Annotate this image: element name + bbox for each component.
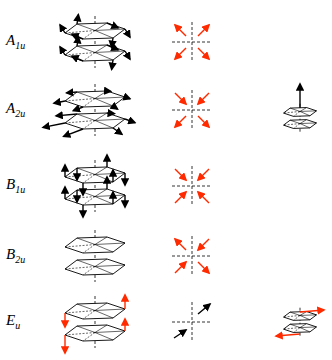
displacement-arrow: [64, 165, 65, 177]
displacement-arrow: [174, 330, 186, 338]
displacement-arrow: [113, 128, 122, 134]
plate: [65, 23, 125, 39]
displacement-arrow: [107, 90, 111, 92]
displacement-arrow: [198, 262, 209, 273]
displacement-arrow: [64, 187, 65, 199]
displacement-arrow: [198, 304, 210, 314]
plate: [284, 120, 317, 129]
plate: [65, 303, 125, 319]
plate: [65, 189, 125, 205]
displacement-arrow: [125, 97, 130, 99]
displacement-arrow: [67, 91, 77, 93]
plate: [65, 45, 125, 61]
molecule: [65, 230, 125, 282]
symmetry-cross: [172, 302, 212, 342]
displacement-arrow: [198, 116, 209, 127]
plate: [65, 259, 125, 275]
displacement-arrow: [175, 93, 186, 104]
displacement-arrow: [107, 23, 118, 28]
displacement-arrow: [107, 45, 118, 50]
plate: [65, 167, 125, 183]
displacement-arrow: [106, 155, 107, 167]
displacement-arrow: [77, 15, 78, 24]
irrep-label: Eu: [6, 313, 20, 331]
displacement-arrow: [124, 173, 125, 185]
plate: [65, 91, 125, 107]
displacement-arrow: [64, 335, 65, 353]
plate: [65, 325, 125, 341]
displacement-arrow: [112, 38, 113, 47]
displacement-arrow: [56, 114, 77, 116]
symmetry-cross: [172, 166, 212, 206]
displacement-arrow: [106, 177, 107, 189]
displacement-arrow: [43, 123, 65, 127]
displacement-arrow: [107, 112, 114, 114]
molecule: [65, 295, 125, 353]
displacement-arrow: [175, 116, 186, 127]
displacement-arrow: [82, 183, 83, 195]
displacement-arrow: [198, 48, 209, 59]
plate: [65, 113, 125, 129]
molecule: [60, 15, 130, 70]
symmetry-cross: [172, 236, 212, 276]
displacement-arrow: [64, 129, 83, 136]
molecule: [65, 155, 125, 217]
displacement-arrow: [54, 101, 65, 103]
displacement-arrow: [72, 56, 83, 61]
symmetry-cross: [172, 90, 212, 130]
displacement-arrow: [60, 25, 65, 33]
displacement-arrow: [124, 195, 125, 207]
displacement-arrow: [64, 313, 65, 327]
displacement-arrow: [198, 169, 209, 180]
displacement-arrow: [175, 169, 186, 180]
irrep-label: A2u: [6, 101, 25, 119]
molecule: [284, 84, 317, 132]
plate: [284, 108, 317, 117]
displacement-arrow: [112, 170, 113, 182]
plate: [284, 312, 317, 321]
displacement-arrow: [175, 192, 186, 203]
displacement-arrow: [175, 25, 186, 36]
displacement-arrow: [112, 192, 113, 204]
molecule: [276, 308, 324, 337]
displacement-arrow: [198, 192, 209, 203]
displacement-arrow: [175, 262, 186, 273]
displacement-arrow: [82, 205, 83, 217]
displacement-arrow: [299, 84, 300, 108]
displacement-arrow: [198, 239, 209, 250]
displacement-arrow: [175, 239, 186, 250]
irrep-label: A1u: [6, 33, 25, 51]
displacement-arrow: [73, 107, 83, 111]
displacement-arrow: [76, 168, 77, 180]
displacement-arrow: [76, 190, 77, 202]
displacement-arrow: [125, 29, 130, 37]
displacement-arrow: [276, 334, 300, 336]
plate: [284, 324, 317, 333]
plate: [65, 237, 125, 253]
displacement-arrow: [113, 106, 117, 109]
irrep-label: B2u: [6, 247, 25, 265]
displacement-arrow: [77, 37, 78, 46]
molecule: [43, 84, 135, 136]
displacement-arrow: [125, 51, 130, 59]
displacement-arrow: [124, 319, 125, 331]
displacement-arrow: [198, 25, 209, 36]
displacement-arrow: [112, 60, 113, 69]
irrep-label: B1u: [6, 177, 25, 195]
displacement-arrow: [198, 93, 209, 104]
displacement-arrow: [125, 119, 135, 123]
displacement-arrow: [175, 48, 186, 59]
displacement-arrow: [300, 310, 324, 312]
displacement-arrow: [60, 47, 65, 55]
displacement-arrow: [124, 295, 125, 309]
symmetry-cross: [172, 22, 212, 62]
